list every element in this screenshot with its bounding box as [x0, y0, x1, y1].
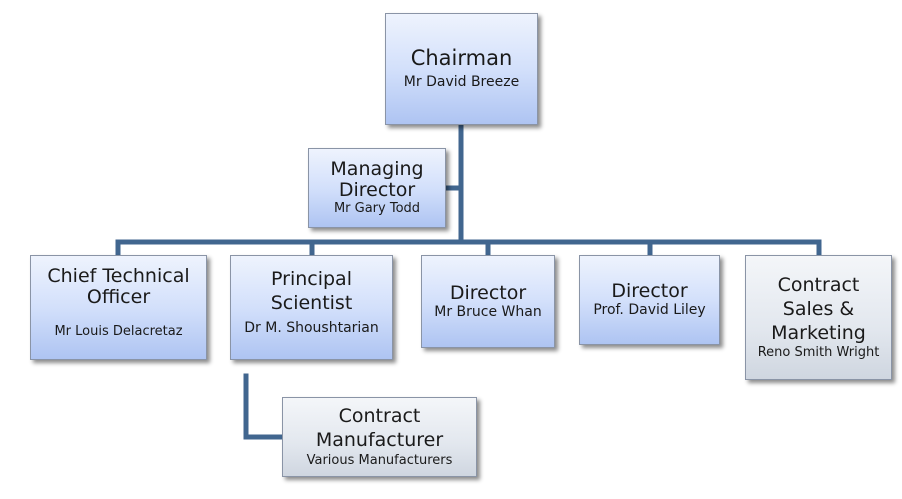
contract-manufacturer-name: Various Manufacturers: [306, 452, 453, 468]
chairman-name: Mr David Breeze: [403, 74, 520, 91]
contract-manufacturer-box: Contract Manufacturer Various Manufactur…: [282, 397, 477, 477]
cto-title-line1: Chief Technical: [47, 265, 190, 287]
chairman-title: Chairman: [410, 46, 513, 71]
director-box-david-liley: Director Prof. David Liley: [579, 255, 720, 345]
contract-sales-title-line1: Contract: [777, 274, 860, 297]
managing-director-box: Managing Director Mr Gary Todd: [308, 148, 446, 228]
contract-sales-marketing-box: Contract Sales & Marketing Reno Smith Wr…: [745, 255, 892, 380]
chief-technical-officer-box: Chief Technical Officer Mr Louis Delacre…: [30, 255, 207, 360]
managing-director-title-line1: Managing: [330, 158, 424, 181]
contract-manufacturer-title-line1: Contract: [338, 405, 421, 428]
principal-scientist-title-line1: Principal: [271, 268, 352, 290]
contract-manufacturer-title-line2: Manufacturer: [315, 429, 444, 452]
contract-sales-title-line3: Marketing: [771, 321, 866, 344]
director-1-title: Director: [449, 281, 527, 304]
principal-scientist-title-line2: Scientist: [270, 291, 353, 314]
director-box-bruce-whan: Director Mr Bruce Whan: [421, 255, 555, 348]
contract-sales-title-line2: Sales &: [782, 297, 855, 320]
cto-title-line2: Officer: [86, 285, 151, 308]
cto-name: Mr Louis Delacretaz: [54, 323, 183, 339]
principal-scientist-name: Dr M. Shoushtarian: [244, 319, 379, 336]
principal-scientist-box: Principal Scientist Dr M. Shoushtarian: [230, 255, 393, 360]
director-1-name: Mr Bruce Whan: [434, 303, 542, 320]
contract-sales-name: Reno Smith Wright: [757, 345, 880, 361]
director-2-name: Prof. David Liley: [593, 302, 706, 319]
managing-director-title-line2: Director: [338, 179, 416, 202]
director-2-title: Director: [611, 280, 688, 303]
connector-contract-manufacturer: [243, 373, 285, 440]
managing-director-name: Mr Gary Todd: [333, 201, 421, 217]
chairman-box: Chairman Mr David Breeze: [385, 13, 538, 125]
